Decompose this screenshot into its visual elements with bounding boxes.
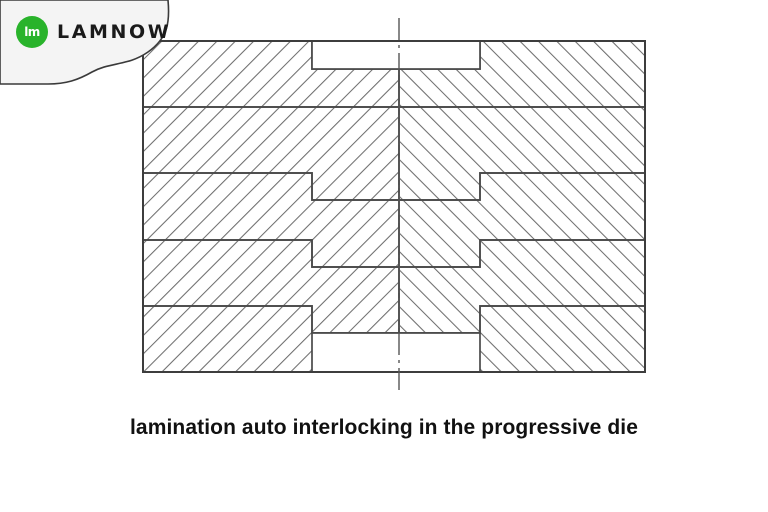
layer-1-top-notch: [311, 40, 481, 70]
figure-caption: lamination auto interlocking in the prog…: [129, 416, 639, 439]
lamination-cross-section-diagram: [142, 18, 646, 391]
lamnow-circle-icon: lm: [16, 16, 48, 48]
drawing-container: [142, 18, 646, 391]
logo-mark-label: lm: [24, 25, 40, 39]
lamination-layer-1: [142, 40, 646, 108]
logo-wordmark: LAMNOW: [57, 20, 172, 43]
layer-5-bottom-notch: [311, 332, 481, 373]
stack-outline: [142, 40, 646, 373]
logo-lockup: lm LAMNOW: [16, 16, 171, 48]
